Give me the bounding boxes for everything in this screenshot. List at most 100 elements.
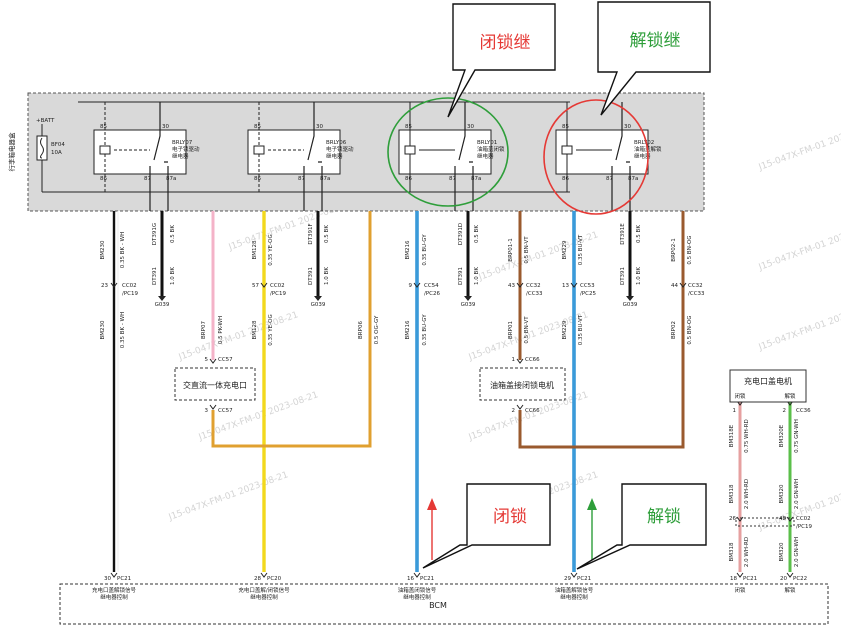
wire-label: 0.35 BK - WH	[120, 312, 126, 348]
wire-label: BM230	[100, 320, 106, 340]
wire-label: 0.5 OG-GY	[374, 315, 380, 344]
connector-label: CC53	[580, 283, 595, 289]
wire-label: BM128	[252, 240, 258, 260]
connector-label: CC66	[525, 357, 540, 363]
callout-unlock-text: 解锁	[647, 507, 681, 527]
connector-label: 26	[729, 516, 736, 522]
wire-label: 0.5 BK	[474, 225, 480, 243]
port-motor-unlock-label: 解锁	[784, 392, 796, 400]
wire-label: BM318E	[729, 424, 735, 447]
bcm-pin-number: 18	[730, 576, 737, 582]
connector-label: /CC33	[526, 291, 543, 297]
connector-label: G039	[311, 302, 326, 308]
connector-marker-icon	[413, 572, 421, 578]
pin-30-label: 30	[624, 124, 631, 130]
wire-label: 1.0 BK	[170, 267, 176, 285]
watermark-text: J15-047X-FM-01 2023-08-21	[757, 120, 841, 173]
callout-unlock-relay: 解锁继	[597, 1, 711, 116]
connector-marker-icon	[110, 572, 118, 578]
wire-label: BM230	[100, 240, 106, 260]
relay-id: BRLY01	[477, 140, 497, 146]
connector-label: 5	[205, 357, 209, 363]
connector-label: 13	[562, 283, 569, 289]
wire-label: 0.75 WH-RD	[744, 419, 750, 453]
bcm-pin-number: 30	[104, 576, 111, 582]
connector-label: /PC25	[580, 291, 597, 297]
relay-id: BRLY07	[172, 140, 193, 146]
wire-label: DT391G	[152, 223, 158, 245]
relay-id: BRLY02	[634, 140, 654, 146]
wire-label: BRP07	[201, 321, 207, 339]
pin-87a-label: 87a	[628, 176, 638, 182]
connector-label: CC32	[688, 283, 703, 289]
port-motor-component: 充电口盖电机 闭锁 解锁	[729, 369, 807, 527]
pin-86-label: 86	[254, 176, 261, 182]
relay-switch-icon	[149, 102, 169, 211]
relay-switch-icon	[611, 102, 631, 211]
bcm-pin-connector: PC21	[117, 576, 131, 582]
connector-label: CC66	[525, 408, 540, 414]
wire-label: BM318	[729, 484, 735, 504]
wire-label: 0.35 BU-VT	[578, 314, 584, 345]
wire-label: DT391	[152, 267, 158, 285]
relay-coil-icon	[253, 145, 265, 155]
signal-arrows	[427, 498, 597, 560]
charger-component: 交直流一体充电口	[174, 367, 256, 401]
pin-85-label: 85	[405, 124, 412, 130]
port-motor-box	[729, 369, 807, 403]
bcm-frame	[59, 583, 829, 625]
bcm-module: BCM	[59, 583, 829, 625]
connector-marker-icon	[570, 282, 578, 288]
wire-label: DT391	[620, 267, 626, 285]
connector-label: 2	[512, 408, 516, 414]
bcm-pin-number: 29	[564, 576, 571, 582]
bcm-pin-connector: PC21	[420, 576, 434, 582]
connector-label: /PC26	[424, 291, 441, 297]
bcm-pin-connector: PC21	[577, 576, 591, 582]
relay-name: 电子锁驱动	[172, 145, 200, 153]
relay-name: 油箱盖闭锁	[477, 145, 505, 153]
relay-switch-icon	[454, 102, 474, 211]
wire-label: 0.5 BN-VT	[524, 236, 530, 264]
wire-brown-2	[518, 211, 685, 449]
pin-86-label: 86	[562, 176, 569, 182]
connector-marker-icon	[516, 282, 524, 288]
fuse-rating: 10A	[51, 150, 62, 156]
wire-label: DT391E	[620, 223, 626, 245]
wire-label: 0.5 BK	[636, 225, 642, 243]
pin-85-label: 85	[100, 124, 107, 130]
bcm-pin-number: 20	[780, 576, 787, 582]
connector-label: G039	[461, 302, 476, 308]
connector-label: CC02	[796, 516, 811, 522]
pin-30-label: 30	[467, 124, 474, 130]
ground-icon	[626, 296, 634, 301]
connector-label: 3	[205, 408, 209, 414]
callout-bubble	[447, 3, 556, 118]
wire-label: 0.35 BU-GY	[422, 234, 428, 266]
fuse-element	[40, 137, 44, 159]
relay-name: 电子锁驱动	[326, 145, 354, 153]
wire-label: 0.35 BK - WH	[120, 232, 126, 268]
wire-label: 0.35 BU-GY	[422, 314, 428, 346]
connector-label: 48	[779, 516, 786, 522]
wire-label: DT391D	[458, 223, 464, 245]
wire-label: 0.5 BN-VT	[524, 316, 530, 344]
connector-label: CC36	[796, 408, 811, 414]
watermark-text: J15-047X-FM-01 2023-08-21	[757, 220, 841, 273]
wire-label: 2.0 WH-RD	[744, 537, 750, 567]
pin-87-label: 87	[144, 176, 151, 182]
watermark-text: J15-047X-FM-01 2023-08-21	[177, 310, 300, 363]
callout-unlock-relay-text: 解锁继	[630, 31, 681, 51]
bcm-pin-number: 16	[407, 576, 414, 582]
callout-bubble	[597, 1, 711, 116]
bcm-pin-connector: PC21	[743, 576, 757, 582]
relay-name: 继电器	[634, 152, 651, 160]
